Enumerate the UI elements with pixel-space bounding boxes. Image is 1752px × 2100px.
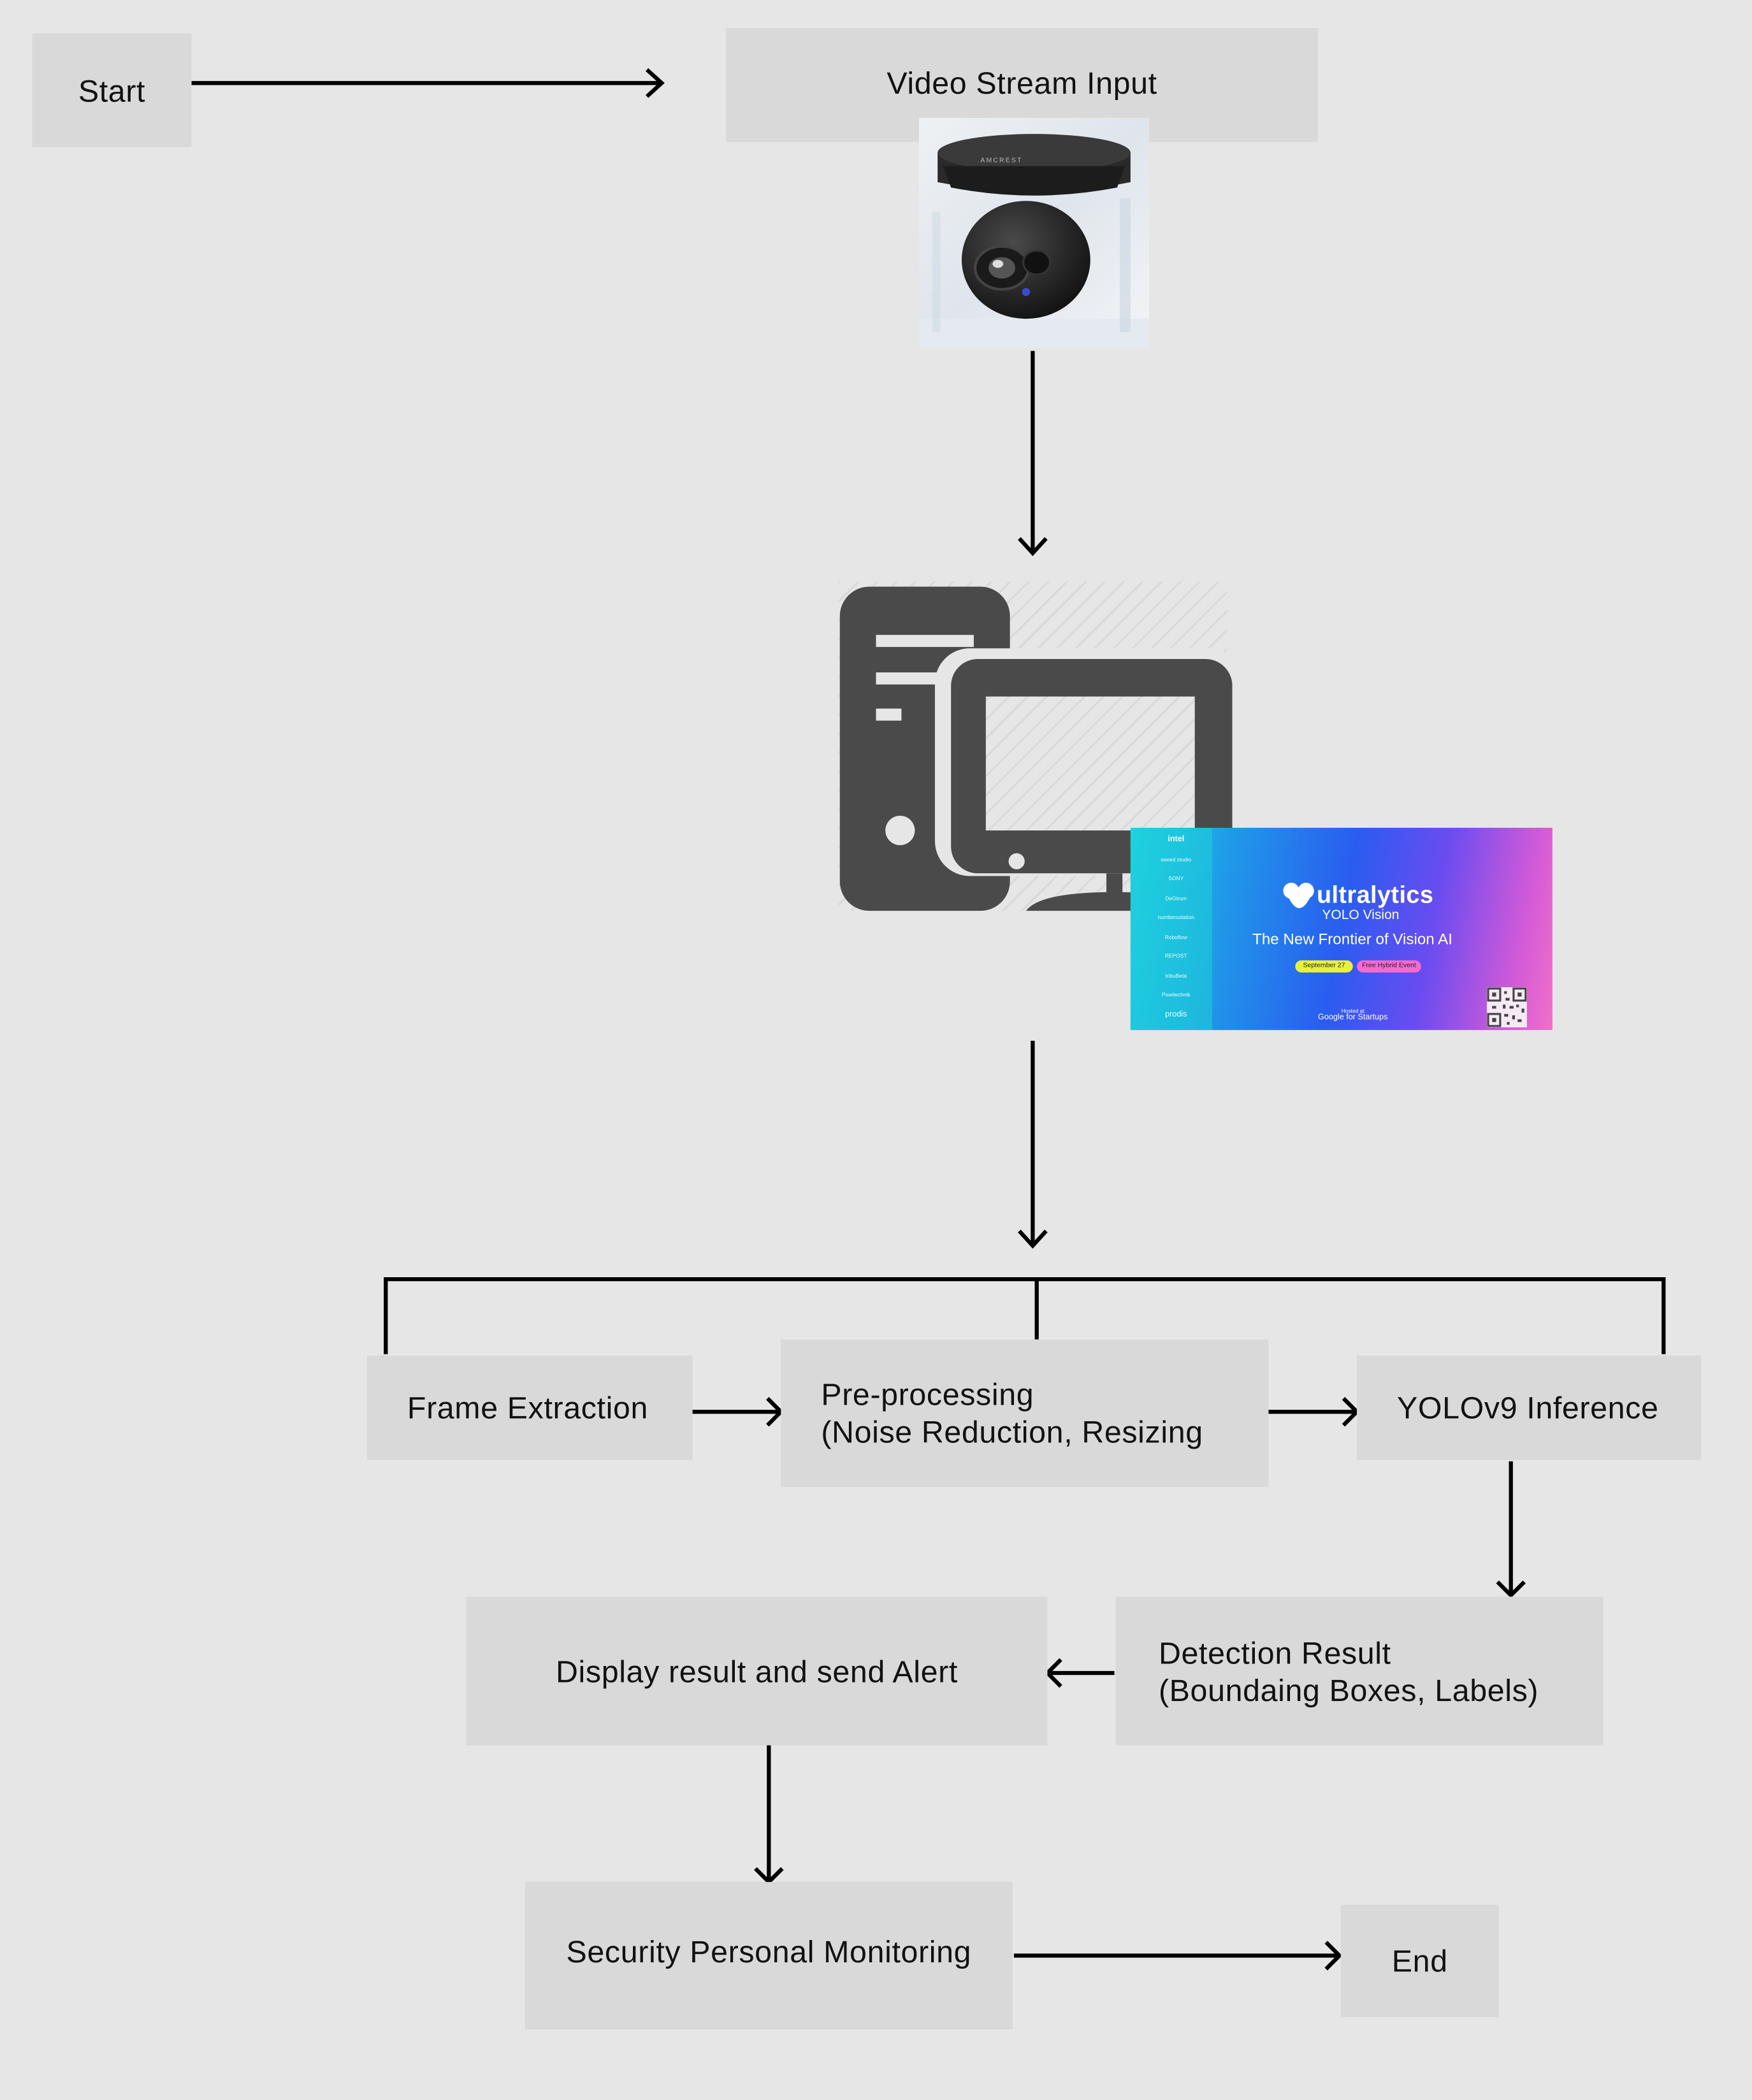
banner-tagline: The New Frontier of Vision AI xyxy=(1252,932,1452,948)
display-alert-node: Display result and send Alert xyxy=(466,1597,1048,1746)
arrowhead-start-to-video xyxy=(645,68,665,98)
sponsor-logo: DeGirum xyxy=(1165,894,1187,901)
yolov9-inference-node: YOLOv9 Inference xyxy=(1357,1355,1702,1460)
display-alert-label: Display result and send Alert xyxy=(556,1653,958,1689)
arrowhead-computer-to-branch xyxy=(1018,1229,1048,1249)
sponsor-logo: Pixeltechnik xyxy=(1161,991,1191,998)
sponsor-logo: tribuBeta xyxy=(1165,971,1187,979)
frame-extraction-label: Frame Extraction xyxy=(407,1390,649,1426)
sponsor-logo: Roboflow xyxy=(1164,932,1187,940)
end-label: End xyxy=(1391,1943,1448,1979)
sponsor-logos: intel seeed studio SONY DeGirum numberss… xyxy=(1149,830,1203,1025)
detection-result-label-line2: (Boundaing Boxes, Labels) xyxy=(1158,1672,1539,1707)
end-node: End xyxy=(1340,1904,1499,2018)
sponsor-logo: numbersstation xyxy=(1157,913,1195,920)
banner-event-pill: Free Hybrid Event xyxy=(1357,960,1421,973)
dome-camera-icon: AMCREST xyxy=(918,117,1150,349)
qr-code-icon xyxy=(1486,987,1527,1027)
frame-extraction-node: Frame Extraction xyxy=(366,1355,693,1460)
preprocessing-label-line2: (Noise Reduction, Resizing xyxy=(821,1414,1203,1450)
banner-hosted: Hosted at Google for Startups xyxy=(1318,1007,1387,1022)
sponsor-logo: prodis xyxy=(1165,1010,1187,1019)
sponsor-logo: REPOST xyxy=(1164,952,1187,959)
arrowhead-yolo-to-detection xyxy=(1496,1580,1526,1598)
banner-subtitle: YOLO Vision xyxy=(1322,908,1400,923)
video-stream-input-label: Video Stream Input xyxy=(887,65,1157,101)
banner-hosted-line1: Hosted at xyxy=(1341,1007,1365,1014)
sponsor-strip xyxy=(1130,827,1213,1031)
banner-hosted-line2: Google for Startups xyxy=(1318,1013,1388,1022)
camera-brand-text: AMCREST xyxy=(980,156,1022,164)
banner-date-pill: September 27 xyxy=(1295,960,1353,973)
camera-image: AMCREST xyxy=(918,117,1150,349)
sponsor-logo: intel xyxy=(1168,836,1185,844)
detection-result-node: Detection Result (Boundaing Boxes, Label… xyxy=(1115,1597,1604,1746)
detection-result-label-line1: Detection Result xyxy=(1158,1635,1391,1670)
preprocessing-label-line1: Pre-processing xyxy=(821,1377,1034,1412)
arrowhead-security-to-end xyxy=(1324,1941,1343,1971)
sponsor-logo: seeed studio xyxy=(1161,855,1192,862)
security-monitoring-node: Security Personal Monitoring xyxy=(525,1881,1013,2030)
ultralytics-banner-image: intel seeed studio SONY DeGirum numberss… xyxy=(1130,827,1553,1031)
security-monitoring-label: Security Personal Monitoring xyxy=(566,1934,972,1969)
ultralytics-logo-icon xyxy=(1283,883,1314,908)
branch-bracket xyxy=(384,1277,1666,1354)
preprocessing-node: Pre-processing (Noise Reduction, Resizin… xyxy=(781,1339,1269,1487)
yolov9-inference-label: YOLOv9 Inference xyxy=(1397,1390,1659,1426)
start-node: Start xyxy=(32,33,192,148)
sponsor-logo: SONY xyxy=(1168,874,1184,881)
arrowhead-camera-to-computer xyxy=(1018,537,1048,556)
arrowhead-preprocess-to-yolo xyxy=(1342,1396,1360,1427)
start-label: Start xyxy=(78,73,146,108)
banner-brand: ultralytics xyxy=(1316,881,1434,908)
